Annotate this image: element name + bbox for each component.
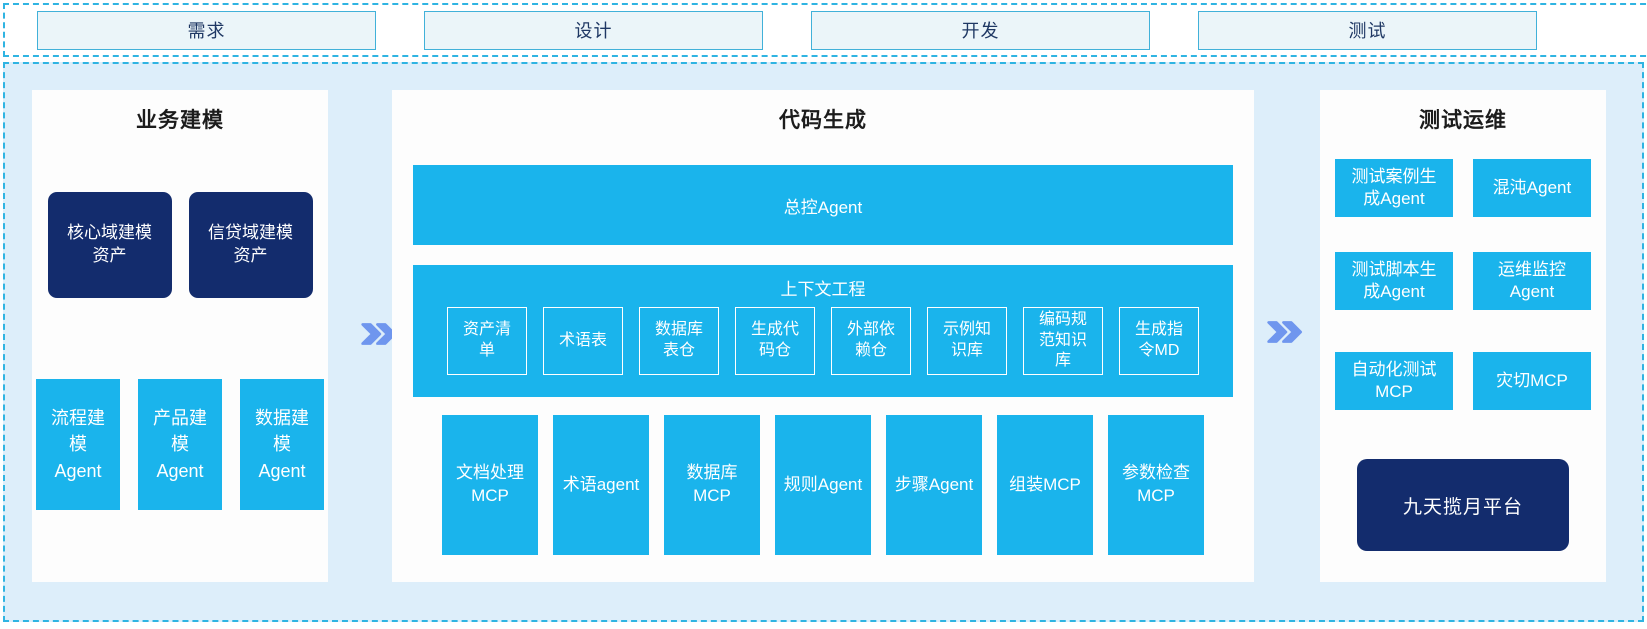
box-db-table-repo: 数据库表仓 (639, 307, 719, 375)
modeling-agent-row: 流程建模Agent 产品建模Agent 数据建模Agent (32, 379, 328, 510)
box-test-script-gen-agent: 测试脚本生成Agent (1335, 252, 1453, 310)
panel-business-modeling: 业务建模 核心域建模资产 信贷域建模资产 流程建模Agent 产品建模Agent… (32, 90, 328, 582)
box-automated-test-mcp: 自动化测试MCP (1335, 352, 1453, 410)
tool-row: 文档处理MCP 术语agent 数据库MCP 规则Agent 步骤Agent 组… (413, 415, 1233, 555)
box-param-check-mcp: 参数检查MCP (1108, 415, 1204, 555)
asset-row: 核心域建模资产 信贷域建模资产 (32, 192, 328, 298)
test-ops-row-1: 测试案例生成Agent 混沌Agent (1320, 159, 1606, 217)
stage-design: 设计 (424, 10, 763, 50)
stage-testing: 测试 (1198, 10, 1537, 50)
panel-code-generation: 代码生成 总控Agent 上下文工程 资产清单 术语表 数据库表仓 生成代码仓 … (392, 90, 1254, 582)
box-credit-domain-assets: 信贷域建模资产 (188, 192, 313, 298)
box-disaster-switch-mcp: 灾切MCP (1473, 352, 1591, 410)
box-test-case-gen-agent: 测试案例生成Agent (1335, 159, 1453, 217)
box-asset-list: 资产清单 (447, 307, 527, 375)
test-ops-row-2: 测试脚本生成Agent 运维监控Agent (1320, 252, 1606, 310)
box-master-agent: 总控Agent (413, 165, 1233, 245)
box-core-domain-assets: 核心域建模资产 (47, 192, 172, 298)
architecture-canvas: 业务建模 核心域建模资产 信贷域建模资产 流程建模Agent 产品建模Agent… (3, 62, 1644, 622)
test-ops-row-3: 自动化测试MCP 灾切MCP (1320, 352, 1606, 410)
box-glossary-agent: 术语agent (553, 415, 649, 555)
box-product-modeling-agent: 产品建模Agent (138, 379, 222, 510)
box-assembly-mcp: 组装MCP (997, 415, 1093, 555)
stage-development: 开发 (811, 10, 1150, 50)
box-data-modeling-agent: 数据建模Agent (240, 379, 324, 510)
box-step-agent: 步骤Agent (886, 415, 982, 555)
box-doc-processing-mcp: 文档处理MCP (442, 415, 538, 555)
stage-requirements: 需求 (37, 10, 376, 50)
context-engineering-group: 上下文工程 资产清单 术语表 数据库表仓 生成代码仓 外部依赖仓 示例知识库 编… (413, 265, 1233, 397)
box-coding-standards-kb: 编码规范知识库 (1023, 307, 1103, 375)
box-jiutian-lanyue-platform: 九天揽月平台 (1357, 459, 1569, 551)
flow-arrow-icon (1267, 321, 1303, 343)
box-glossary: 术语表 (543, 307, 623, 375)
panel-test-ops: 测试运维 测试案例生成Agent 混沌Agent 测试脚本生成Agent 运维监… (1320, 90, 1606, 582)
flow-arrow-icon (361, 323, 397, 345)
box-chaos-agent: 混沌Agent (1473, 159, 1591, 217)
box-example-knowledge-base: 示例知识库 (927, 307, 1007, 375)
box-rule-agent: 规则Agent (775, 415, 871, 555)
context-engineering-title: 上下文工程 (780, 280, 866, 299)
box-generated-code-repo: 生成代码仓 (735, 307, 815, 375)
box-database-mcp: 数据库MCP (664, 415, 760, 555)
box-ops-monitoring-agent: 运维监控Agent (1473, 252, 1591, 310)
box-generation-instruction-md: 生成指令MD (1119, 307, 1199, 375)
context-items-row: 资产清单 术语表 数据库表仓 生成代码仓 外部依赖仓 示例知识库 编码规范知识库… (413, 307, 1233, 375)
box-process-modeling-agent: 流程建模Agent (36, 379, 120, 510)
stage-strip: 需求 设计 开发 测试 (3, 3, 1647, 57)
box-external-deps-repo: 外部依赖仓 (831, 307, 911, 375)
panel-title-business-modeling: 业务建模 (136, 109, 224, 132)
panel-title-test-ops: 测试运维 (1419, 109, 1507, 132)
panel-title-code-generation: 代码生成 (779, 109, 867, 132)
